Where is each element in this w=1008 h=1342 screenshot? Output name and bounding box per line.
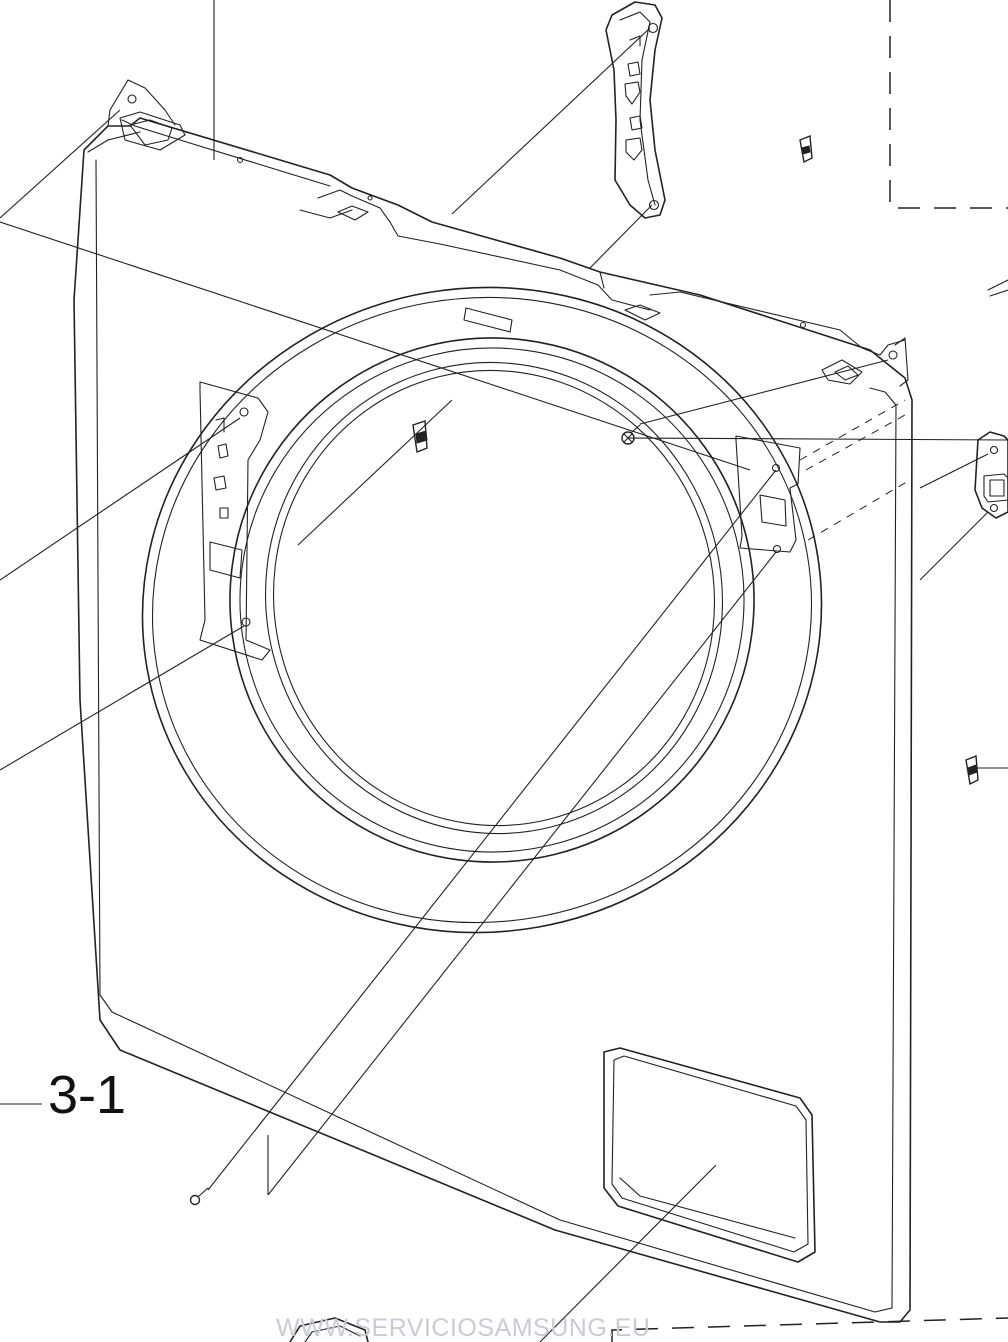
screw-center <box>621 424 641 445</box>
service-cover <box>603 1047 816 1263</box>
watermark-text: WWW.SERVICIOSAMSUNG.EU <box>276 1314 651 1342</box>
dashed-frame-top-right <box>889 0 1008 209</box>
door-opening <box>141 286 823 934</box>
screw-bottom <box>189 1187 209 1206</box>
clip-top-right <box>799 135 813 164</box>
dashed-frame-bottom-right <box>611 1317 1008 1342</box>
door-lock <box>974 279 1008 519</box>
lower-part-fragment <box>289 1317 369 1342</box>
clip-right <box>965 754 979 786</box>
front-panel <box>73 79 913 1323</box>
clip-center <box>412 420 428 453</box>
callout-label: 3-1 <box>48 1065 127 1125</box>
hinge-bracket <box>605 1 666 219</box>
